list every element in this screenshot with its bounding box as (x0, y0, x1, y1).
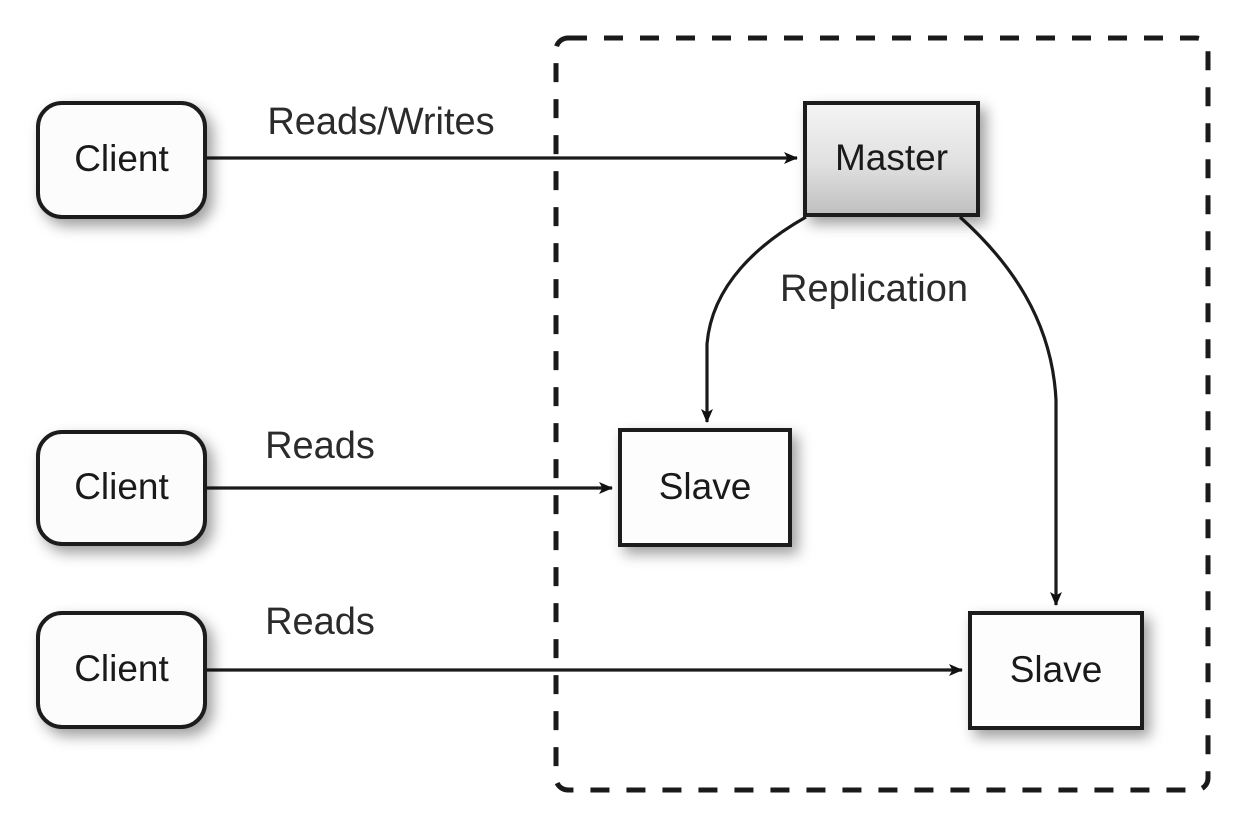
node-client-middle[interactable]: Client (36, 430, 207, 546)
edge-label-group: Reads/Writes Replication Reads Reads (265, 101, 968, 643)
slave-bottom-label: Slave (1010, 649, 1103, 690)
master-box (803, 101, 980, 217)
client-top-box (36, 101, 207, 219)
node-slave-bottom[interactable]: Slave (968, 611, 1144, 730)
client-bottom-box (36, 611, 207, 729)
edge-label-reads-bottom: Reads (265, 601, 375, 643)
database-cluster-boundary (553, 35, 1211, 793)
node-master[interactable]: Master (803, 101, 980, 217)
edge-label-replication: Replication (780, 268, 968, 310)
edge-label-reads-middle: Reads (265, 425, 375, 467)
client-top-label: Client (74, 138, 169, 179)
master-label: Master (835, 137, 948, 178)
slave-top-box (618, 428, 792, 547)
node-client-bottom[interactable]: Client (36, 611, 207, 729)
edge-label-reads-writes: Reads/Writes (267, 101, 494, 143)
edge-master-to-slave-bottom (958, 215, 1062, 606)
edge-master-to-slave-top (701, 215, 807, 423)
node-slave-top[interactable]: Slave (618, 428, 792, 547)
edge-group (205, 152, 1062, 676)
client-bottom-label: Client (74, 648, 169, 689)
client-middle-box (36, 430, 207, 546)
node-client-top[interactable]: Client (36, 101, 207, 219)
slave-bottom-box (968, 611, 1144, 730)
client-middle-label: Client (74, 466, 169, 507)
slave-top-label: Slave (659, 466, 752, 507)
